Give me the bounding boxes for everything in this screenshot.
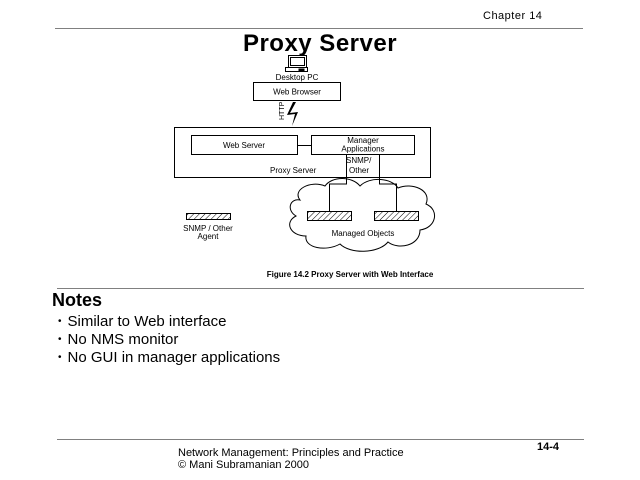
http-label: HTTP xyxy=(279,101,286,120)
proxy-server-diagram: Desktop PC Web Browser HTTP Web Server M… xyxy=(174,55,435,252)
notes-list: Similar to Web interface No NMS monitor … xyxy=(58,314,281,368)
snmp-link-right xyxy=(379,154,397,212)
snmp-other-label-line2: Other xyxy=(349,166,369,175)
managed-objects-cloud xyxy=(289,178,435,252)
notes-heading: Notes xyxy=(52,290,103,310)
snmp-other-label-line1: SNMP/ xyxy=(346,156,372,165)
note-item: Similar to Web interface xyxy=(58,314,280,332)
web-browser-box xyxy=(253,82,341,101)
header-rule xyxy=(55,28,583,29)
slide-title: Proxy Server xyxy=(242,30,398,57)
web-server-label: Web Server xyxy=(223,141,265,150)
footer-copyright: © Mani Subramanian 2000 xyxy=(178,459,310,471)
legend-agent-label-line2: Agent xyxy=(198,232,220,241)
manager-applications-label-line2: Applications xyxy=(341,145,384,154)
managed-object-agent-2 xyxy=(374,211,419,221)
page-number: 14-4 xyxy=(537,441,560,453)
desktop-pc-icon xyxy=(285,55,308,72)
manager-applications-box xyxy=(311,135,415,155)
manager-applications-label-line1: Manager xyxy=(347,136,379,145)
figure-caption: Figure 14.2 Proxy Server with Web Interf… xyxy=(266,270,434,279)
proxy-server-label: Proxy Server xyxy=(270,166,317,175)
managed-object-agent-1 xyxy=(307,211,352,221)
web-browser-label: Web Browser xyxy=(273,88,321,97)
note-item: No NMS monitor xyxy=(58,332,280,350)
legend-agent-symbol xyxy=(186,213,231,220)
notes-rule xyxy=(57,288,584,289)
desktop-pc-label: Desktop PC xyxy=(276,73,319,82)
footer-book-title: Network Management: Principles and Pract… xyxy=(178,447,404,459)
snmp-link-left xyxy=(329,154,347,212)
note-item: No GUI in manager applications xyxy=(58,350,281,368)
http-lightning-icon xyxy=(287,102,298,126)
legend-agent-label-line1: SNMP / Other xyxy=(183,224,233,233)
footer-rule xyxy=(57,439,584,440)
chapter-label: Chapter 14 xyxy=(483,10,543,22)
proxy-server-box xyxy=(174,127,431,178)
managed-objects-label: Managed Objects xyxy=(332,229,395,238)
